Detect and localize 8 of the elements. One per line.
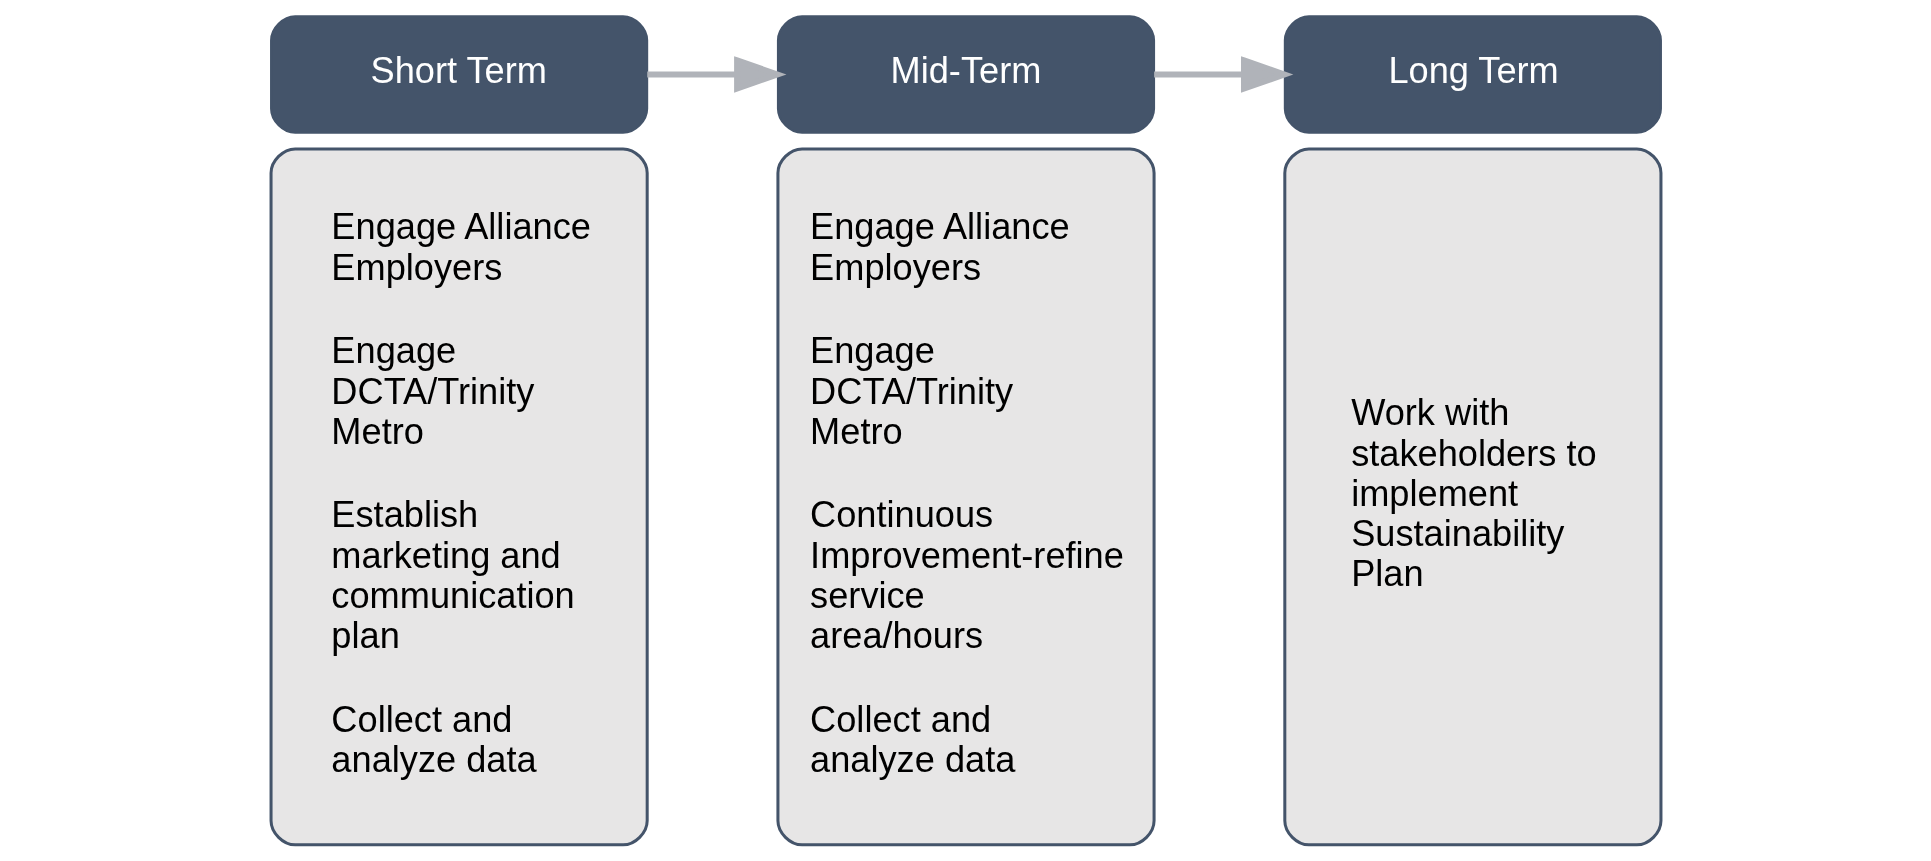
node-box: Mid-Term: [776, 15, 1155, 134]
node-box: Long Term: [1283, 15, 1662, 134]
arrow: [646, 56, 786, 93]
node-box: Engage Alliance Employers Engage DCTA/Trinity Metro Continuous Improvement-refine service area/hours Collect and analyze data: [775, 147, 1156, 847]
node-box: Short Term: [269, 15, 648, 134]
arrow: [1153, 56, 1293, 93]
node-box: Engage Alliance Employers Engage DCTA/Trinity Metro Establish marketing and communication plan Collect and analyze data: [269, 147, 649, 847]
node-box: Work with stakeholders to implement Sustainability Plan: [1282, 147, 1662, 847]
